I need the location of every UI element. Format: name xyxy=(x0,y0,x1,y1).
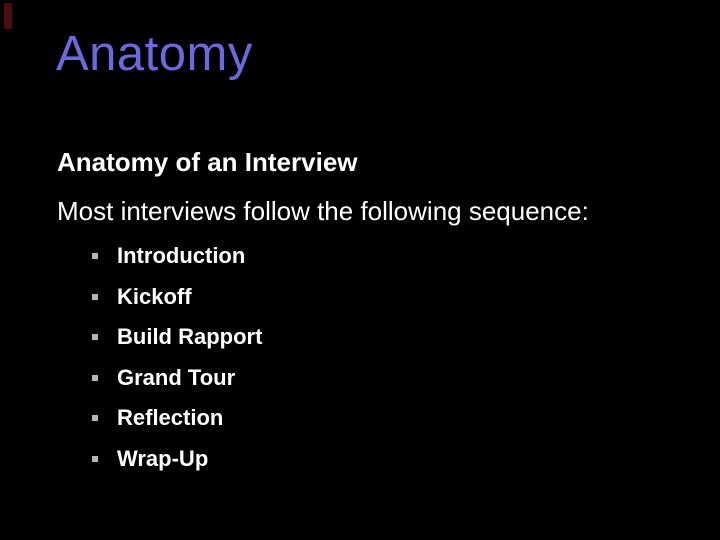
list-item: Grand Tour xyxy=(92,364,262,390)
list-item-label: Build Rapport xyxy=(117,324,263,349)
square-bullet-icon xyxy=(92,455,98,462)
list-item-label: Reflection xyxy=(117,405,224,430)
list-item: Introduction xyxy=(92,245,262,267)
slide-title: Anatomy xyxy=(56,27,253,81)
list-item-label: Introduction xyxy=(117,243,246,268)
body-heading: Anatomy of an Interview xyxy=(57,147,358,177)
corner-red-mark xyxy=(4,3,12,29)
list-item: Kickoff xyxy=(92,283,262,309)
square-bullet-icon xyxy=(92,374,98,381)
list-item-label: Wrap-Up xyxy=(117,445,209,471)
square-bullet-icon xyxy=(92,334,98,340)
list-item: Reflection xyxy=(92,407,262,429)
list-item-label: Kickoff xyxy=(117,283,192,309)
list-item: Build Rapport xyxy=(92,326,262,348)
square-bullet-icon xyxy=(92,293,98,300)
list-item: Wrap-Up xyxy=(92,445,262,471)
square-bullet-icon xyxy=(92,415,98,421)
bullet-list: Introduction Kickoff Build Rapport Grand… xyxy=(92,245,262,488)
intro-line: Most interviews follow the following seq… xyxy=(57,196,589,226)
list-item-label: Grand Tour xyxy=(117,364,236,390)
square-bullet-icon xyxy=(92,253,98,259)
